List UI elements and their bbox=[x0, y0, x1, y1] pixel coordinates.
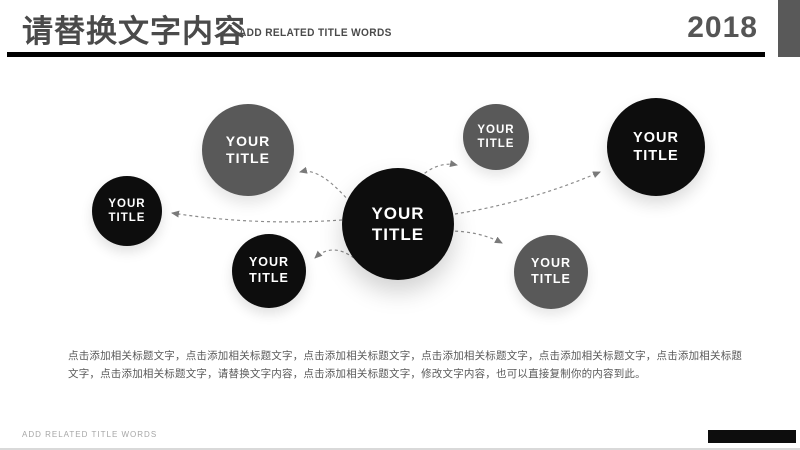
circle-label: YOUR TITLE bbox=[477, 123, 515, 150]
circle-bottom-center[interactable]: YOUR TITLE bbox=[232, 234, 306, 308]
page-subtitle[interactable]: ADD RELATED TITLE WORDS bbox=[239, 27, 392, 39]
circle-left[interactable]: YOUR TITLE bbox=[92, 176, 162, 246]
arrow-to-bottom-right bbox=[448, 230, 503, 244]
circle-right[interactable]: YOUR TITLE bbox=[607, 98, 705, 196]
body-placeholder-text[interactable]: 点击添加相关标题文字，点击添加相关标题文字，点击添加相关标题文字，点击添加相关标… bbox=[68, 350, 743, 380]
circle-bottom-right[interactable]: YOUR TITLE bbox=[514, 235, 588, 309]
circle-label: YOUR TITLE bbox=[371, 203, 425, 244]
circle-label: YOUR TITLE bbox=[633, 129, 679, 164]
footer-caption: ADD RELATED TITLE WORDS bbox=[22, 430, 158, 439]
arrow-to-left bbox=[171, 210, 343, 223]
circle-label: YOUR TITLE bbox=[108, 197, 146, 224]
circle-top-right[interactable]: YOUR TITLE bbox=[463, 104, 529, 170]
circle-label: YOUR TITLE bbox=[225, 132, 271, 167]
page-title[interactable]: 请替换文字内容 bbox=[22, 14, 246, 49]
arrow-to-right bbox=[454, 171, 601, 215]
circle-top-left[interactable]: YOUR TITLE bbox=[202, 104, 294, 196]
year-label[interactable]: 2018 bbox=[687, 11, 758, 44]
circle-center[interactable]: YOUR TITLE bbox=[342, 168, 454, 280]
header-divider bbox=[7, 52, 765, 57]
arrow-to-top-left bbox=[299, 166, 351, 203]
circle-label: YOUR TITLE bbox=[248, 255, 290, 285]
footer-accent-block bbox=[708, 430, 796, 443]
header-accent-bar bbox=[778, 0, 800, 57]
circle-label: YOUR TITLE bbox=[530, 256, 572, 286]
